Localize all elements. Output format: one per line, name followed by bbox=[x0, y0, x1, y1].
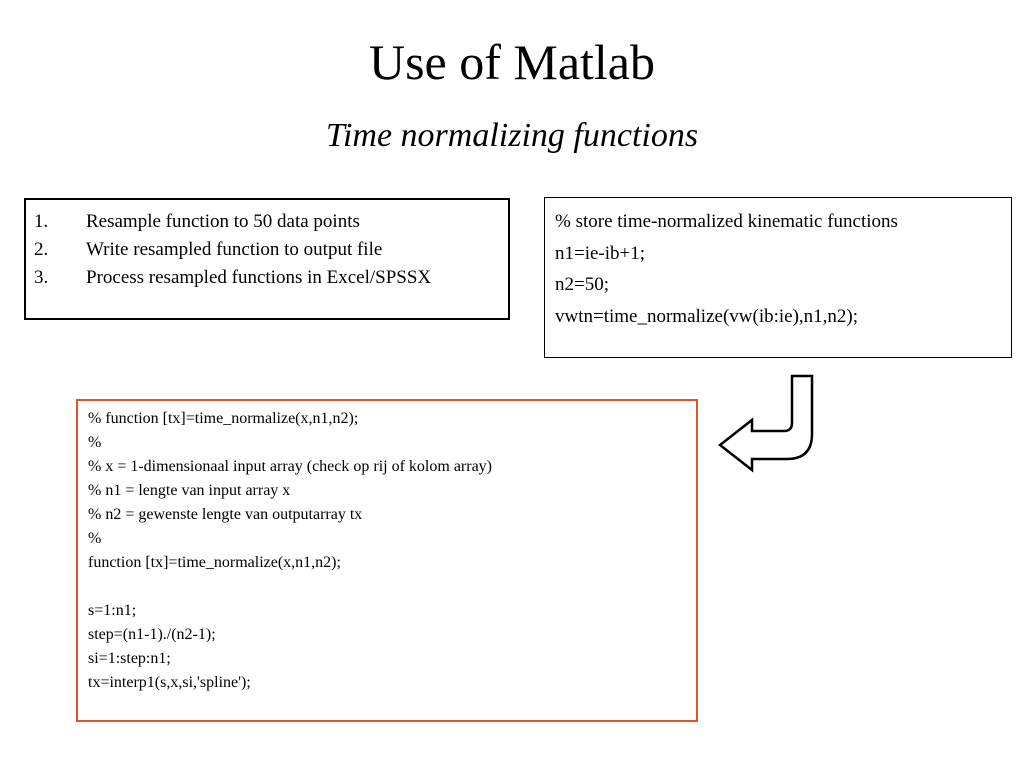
slide-subtitle: Time normalizing functions bbox=[325, 117, 699, 154]
code-line: n2=50; bbox=[555, 274, 609, 295]
code-line: si=1:step:n1; bbox=[88, 650, 171, 667]
function-code-box: % function [tx]=time_normalize(x,n1,n2);… bbox=[76, 399, 698, 722]
code-line bbox=[88, 575, 696, 599]
code-line: % function [tx]=time_normalize(x,n1,n2); bbox=[88, 410, 359, 427]
step-text: Write resampled function to output file bbox=[86, 239, 383, 260]
steps-list: 1. Resample function to 50 data points 2… bbox=[34, 208, 500, 292]
code-line: % bbox=[88, 530, 102, 547]
code-line: tx=interp1(s,x,si,'spline'); bbox=[88, 674, 251, 691]
slide-title: Use of Matlab bbox=[368, 34, 656, 90]
step-text: Process resampled functions in Excel/SPS… bbox=[86, 267, 432, 288]
code-line: % n1 = lengte van input array x bbox=[88, 482, 291, 499]
code-line: % bbox=[88, 434, 102, 451]
code-line: step=(n1-1)./(n2-1); bbox=[88, 626, 216, 643]
list-item: 3. Process resampled functions in Excel/… bbox=[34, 264, 500, 292]
code-line: vwtn=time_normalize(vw(ib:ie),n1,n2); bbox=[555, 305, 859, 327]
code-line: function [tx]=time_normalize(x,n1,n2); bbox=[88, 554, 341, 571]
code-line: % store time-normalized kinematic functi… bbox=[555, 211, 898, 232]
call-code-box: % store time-normalized kinematic functi… bbox=[544, 197, 1012, 358]
list-item: 2. Write resampled function to output fi… bbox=[34, 236, 500, 264]
curved-return-arrow-icon bbox=[718, 374, 814, 473]
step-number: 1. bbox=[34, 211, 49, 232]
code-line: % n2 = gewenste lengte van outputarray t… bbox=[88, 506, 363, 523]
code-line: n1=ie-ib+1; bbox=[555, 242, 646, 264]
step-number: 2. bbox=[34, 239, 49, 260]
steps-box: 1. Resample function to 50 data points 2… bbox=[24, 198, 510, 320]
list-item: 1. Resample function to 50 data points bbox=[34, 208, 500, 236]
code-line: s=1:n1; bbox=[88, 602, 137, 619]
step-text: Resample function to 50 data points bbox=[86, 211, 360, 232]
code-line: % x = 1-dimensionaal input array (check … bbox=[88, 458, 492, 475]
step-number: 3. bbox=[34, 267, 49, 288]
